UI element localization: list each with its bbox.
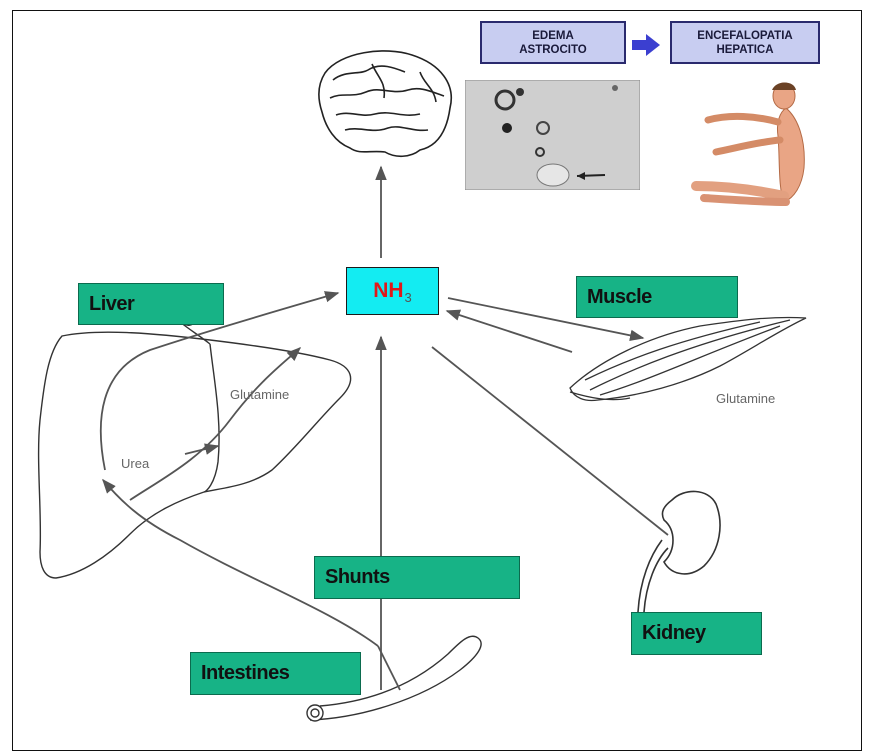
astrocyte-micrograph-image [465,80,640,190]
liver-illustration [39,320,351,578]
nh3-subscript: 3 [405,290,412,305]
blue-arrow-icon [632,34,660,56]
brain-illustration [319,51,451,156]
encef-line2: HEPATICA [672,43,818,57]
edema-line2: ASTROCITO [482,43,624,57]
encefalopatia-hepatica-box: ENCEFALOPATIA HEPATICA [670,21,820,64]
glutamine-muscle-label: Glutamine [716,391,775,406]
liver-label: Liver [78,283,224,325]
glutamine-liver-label: Glutamine [230,387,289,402]
patient-illustration [686,78,832,208]
edema-astrocito-box: EDEMA ASTROCITO [480,21,626,64]
intestines-label: Intestines [190,652,361,695]
kidney-label: Kidney [631,612,762,655]
encef-line1: ENCEFALOPATIA [672,29,818,43]
urea-label: Urea [121,456,149,471]
muscle-label: Muscle [576,276,738,318]
nh3-symbol: NH [373,279,403,303]
kidney-illustration [638,491,720,612]
shunts-label: Shunts [314,556,520,599]
edema-line1: EDEMA [482,29,624,43]
